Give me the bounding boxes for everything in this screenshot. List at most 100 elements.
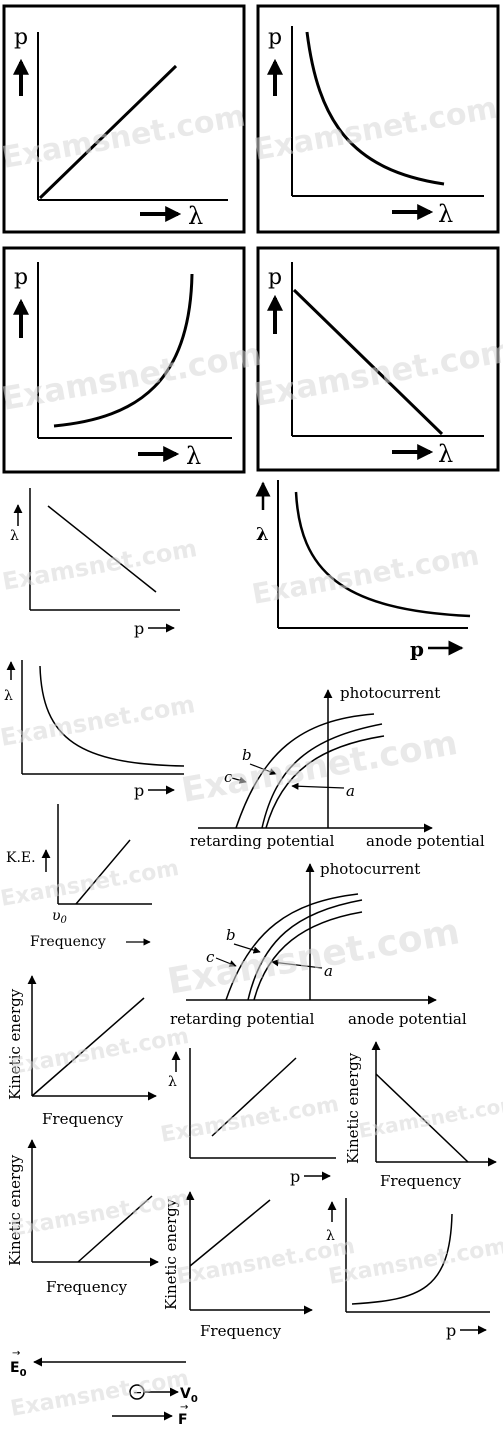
watermark: Examsnet.com [164,911,462,1003]
data-curve [75,839,131,905]
pointer-arrow [215,957,237,967]
curve-label-b: b [242,746,252,764]
ke-frequency-graph: K.E. υ0 Frequency [6,804,152,950]
watermark: Examsnet.com [0,690,197,752]
pointer-arrow [271,959,323,969]
right-label: anode potential [348,1010,467,1028]
y-axis-label: λ [10,528,19,544]
left-label: retarding potential [170,1010,315,1028]
lambda-p-graph-convex: λ p [326,1198,490,1340]
x-axis-label: Frequency [42,1110,124,1128]
curve-a [265,735,385,829]
data-curve-hyperbola [305,31,445,186]
data-curve [77,1195,153,1263]
vector-arrow-symbol: → [12,1348,20,1359]
data-curve-increasing [53,273,194,428]
velocity-label: V0 [180,1386,198,1405]
curve-c [235,713,375,829]
data-curve-line [38,64,178,200]
box-frame [256,246,500,472]
vector-arrow-symbol: → [180,1402,188,1413]
force-label: F [178,1412,188,1428]
data-curve [294,491,471,618]
x-axis-label: Frequency [200,1322,282,1340]
threshold-label: υ0 [52,908,68,926]
data-curve [189,1199,271,1267]
lambda-p-graph-hyperbola-1: λ p [255,480,471,661]
y-axis-label: p [268,265,282,290]
y-axis-label: λ [326,1228,335,1244]
pointer-arrow [231,776,247,784]
watermark: Examsnet.com [251,91,500,168]
curve-a [253,911,363,1001]
curve-c [225,893,359,1001]
watermark: Examsnet.com [251,331,503,414]
data-curve [375,1073,469,1163]
box-graph-4: p λ [256,246,500,472]
y-axis-label: Kinetic energy [162,1198,180,1310]
y-axis-label: Kinetic energy [344,1052,362,1164]
y-axis-label: λ [256,524,269,545]
y-axis-label: photocurrent [320,860,420,878]
lambda-p-graph-line: λ p [10,488,180,638]
data-curve [39,665,185,767]
kinetic-energy-graph-1: Kinetic energy Frequency [6,975,157,1128]
electron-circle [129,1384,145,1400]
data-curve [47,505,157,593]
charge-symbol: − [133,1386,142,1399]
curve-b [261,723,383,829]
x-axis-label: p [290,1167,300,1186]
y-axis-label: K.E. [6,850,36,866]
x-axis-label: Frequency [30,934,106,950]
right-label: anode potential [366,832,485,850]
watermark: Examsnet.com [179,723,461,811]
curve-label-a: a [346,782,355,800]
data-curve [211,1057,297,1137]
y-axis-label: p [14,265,28,290]
kinetic-energy-graph-threshold: Kinetic energy Frequency [6,1139,159,1296]
curve-label-c: c [224,768,233,786]
y-axis-label: λ [4,688,13,704]
pointer-arrow [249,763,277,776]
field-diagram: E0 → − V0 F → [10,1348,198,1428]
photocurrent-graph-2: photocurrent b c a retarding potential a… [170,860,467,1028]
x-axis-label: λ [186,442,201,470]
data-curve [31,997,145,1097]
watermark: Examsnet.com [249,538,481,610]
watermark: Examsnet.com [357,1091,503,1143]
lambda-p-graph-hyperbola-2: λ p [4,660,185,800]
kinetic-energy-graph-intercept: Kinetic energy Frequency [162,1191,313,1340]
y-axis-label: photocurrent [340,684,440,702]
x-axis-label: p [134,619,144,638]
x-axis-label: λ [438,200,453,228]
x-axis-label: p [410,637,424,661]
pointer-arrow [291,782,345,790]
data-curve-decreasing-line [292,288,444,436]
photocurrent-graph-1: photocurrent b c a retarding potential a… [190,684,485,850]
x-axis-label: λ [438,440,453,468]
left-label: retarding potential [190,832,335,850]
field-label: E0 [10,1360,27,1379]
curve-label-b: b [226,926,236,944]
y-axis-label: λ [168,1074,177,1090]
y-axis-label: p [14,25,28,50]
box-graph-2: p λ [256,4,500,234]
watermark: Examsnet.com [9,1024,191,1080]
box-graph-3: p λ [2,246,246,474]
curve-b [247,899,363,1001]
x-axis-label: p [134,781,144,800]
pointer-arrow [233,943,261,954]
box-frame [2,246,246,474]
y-axis-label: p [268,25,282,50]
box-graph-1: p λ [2,4,246,234]
y-axis-label: Kinetic energy [6,1154,24,1266]
x-axis-label: p [446,1321,456,1340]
kinetic-energy-graph-decreasing: Kinetic energy Frequency [344,1041,497,1190]
x-axis-label: Frequency [380,1172,462,1190]
y-axis-label: Kinetic energy [6,988,24,1100]
lambda-p-graph-increasing: λ p [168,1048,336,1186]
box-frame [256,4,500,234]
watermark: Examsnet.com [9,1366,191,1422]
data-curve [351,1213,453,1305]
